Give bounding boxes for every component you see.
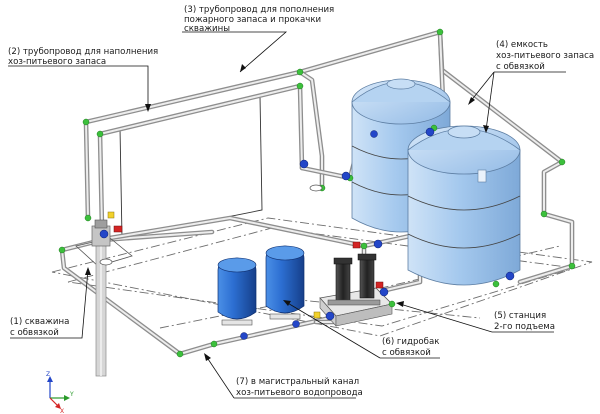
red-valve-icon[interactable] bbox=[375, 281, 384, 289]
label-tank: (4) емкость хоз-питьевого запаса с обвяз… bbox=[496, 40, 594, 72]
valve-icon[interactable] bbox=[325, 311, 335, 321]
label-main: (7) в магистральный канал хоз-питьевого … bbox=[236, 377, 363, 398]
axis-z-label: Z bbox=[46, 371, 50, 378]
label-line: хоз-питьевого запаса bbox=[496, 51, 594, 61]
label-line: с обвязкой bbox=[496, 62, 545, 72]
water-tank-front bbox=[407, 125, 521, 286]
label-line: с обвязкой bbox=[382, 348, 431, 358]
valve-icon[interactable] bbox=[370, 130, 378, 138]
label-line: (5) станция bbox=[494, 311, 546, 321]
well-red-valve-icon[interactable] bbox=[113, 225, 123, 233]
valve-icon[interactable] bbox=[379, 287, 389, 297]
valves bbox=[99, 127, 515, 340]
axis-y-label: Y bbox=[69, 391, 74, 398]
label-station: (5) станция 2-го подъема bbox=[494, 311, 555, 332]
red-valve-icon[interactable] bbox=[352, 241, 361, 249]
floor-drain bbox=[99, 258, 113, 266]
label-drinking-pipe: (2) трубопровод для наполнения хоз-питье… bbox=[8, 47, 158, 67]
label-line: 2-го подъема bbox=[494, 322, 555, 332]
axis-x-label: X bbox=[60, 408, 64, 414]
wall-panel bbox=[119, 95, 263, 239]
label-line: (7) в магистральный канал bbox=[236, 377, 359, 387]
valve-icon[interactable] bbox=[341, 171, 351, 181]
label-line: скважины bbox=[184, 24, 230, 34]
label-line: с обвязкой bbox=[10, 328, 59, 338]
pump-station bbox=[319, 253, 393, 327]
well-assembly bbox=[75, 219, 133, 377]
valve-icon[interactable] bbox=[299, 159, 309, 169]
valve-icon[interactable] bbox=[240, 332, 248, 340]
leader-lines bbox=[8, 31, 566, 399]
valve-icon[interactable] bbox=[373, 239, 383, 249]
well-valve-icon[interactable] bbox=[99, 229, 109, 239]
fittings bbox=[58, 28, 576, 358]
label-hydro: (6) гидробак с обвязкой bbox=[382, 337, 439, 358]
axis-triad: Z Y X bbox=[46, 371, 74, 414]
hydro-tank-right bbox=[265, 245, 305, 320]
label-line: пожарного запаса и прокачки bbox=[184, 15, 321, 25]
label-line: (6) гидробак bbox=[382, 337, 439, 347]
floor-drain bbox=[309, 184, 323, 192]
label-line: хоз-питьевого водопровода bbox=[236, 388, 363, 398]
label-line: (3) трубопровод для пополнения bbox=[184, 5, 334, 15]
label-line: хоз-питьевого запаса bbox=[8, 57, 106, 67]
yellow-fitting-icon[interactable] bbox=[107, 211, 115, 219]
valve-icon[interactable] bbox=[505, 271, 515, 281]
label-line: (2) трубопровод для наполнения bbox=[8, 47, 158, 57]
label-fire-pipe: (3) трубопровод для пополнения пожарного… bbox=[184, 5, 334, 34]
label-line: (1) скважина bbox=[10, 317, 69, 327]
hydro-tank-left bbox=[217, 257, 257, 326]
label-well: (1) скважина с обвязкой bbox=[10, 317, 69, 338]
yellow-fitting-icon[interactable] bbox=[313, 311, 321, 319]
valve-icon[interactable] bbox=[425, 127, 435, 137]
valve-icon[interactable] bbox=[292, 320, 300, 328]
label-line: (4) емкость bbox=[496, 40, 548, 50]
